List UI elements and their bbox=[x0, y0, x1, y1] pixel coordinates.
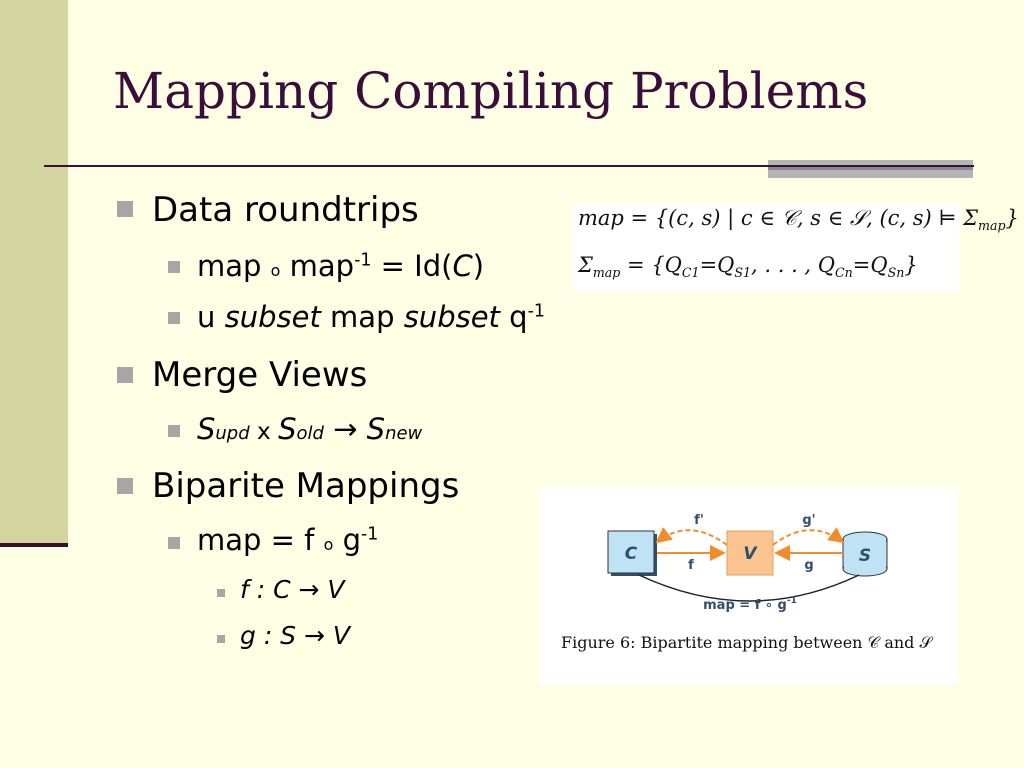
bullet-square bbox=[117, 201, 133, 217]
node-v bbox=[726, 530, 774, 576]
bullet-map-identity: map o map-1 = Id(C) bbox=[197, 252, 484, 281]
g-prime-arrow bbox=[772, 527, 845, 546]
text-part: subset bbox=[403, 300, 500, 334]
node-s-label: S bbox=[859, 546, 871, 566]
node-c bbox=[607, 530, 655, 574]
title-rule bbox=[44, 165, 974, 167]
bullet-square bbox=[117, 478, 133, 494]
node-v-label: V bbox=[743, 544, 758, 564]
formula-sigma-definition: Σmap = {QC1=QS1, . . . , QCn=QSn} bbox=[578, 253, 918, 280]
text-part: g bbox=[333, 523, 361, 557]
bullet-data-roundtrips: Data roundtrips bbox=[152, 190, 419, 230]
formula-subscript: Cn bbox=[835, 265, 853, 281]
formula-subscript: map bbox=[592, 265, 621, 281]
g-prime-label: g' bbox=[802, 513, 815, 528]
slide-title: Mapping Compiling Problems bbox=[113, 62, 869, 120]
text-part: S bbox=[278, 412, 297, 446]
f-prime-arrow bbox=[655, 527, 728, 546]
text-part: x bbox=[249, 418, 279, 445]
formula-text: =Q bbox=[699, 253, 735, 277]
formula-text: , . . . , Q bbox=[751, 253, 835, 277]
bullet-square bbox=[217, 589, 225, 597]
subscript: new bbox=[385, 423, 423, 444]
text-part: S bbox=[197, 412, 216, 446]
superscript: -1 bbox=[361, 524, 379, 545]
bullet-square bbox=[217, 635, 225, 643]
bullet-square bbox=[168, 425, 180, 437]
figure-caption: Figure 6: Bipartite mapping between 𝒞 an… bbox=[561, 633, 932, 652]
formula-subscript: S1 bbox=[734, 265, 752, 281]
bipartite-diagram: C V S f' g' f g map = f ∘ g-1 bbox=[607, 513, 888, 613]
bullet-merge-views: Merge Views bbox=[152, 355, 368, 395]
left-decor-line bbox=[0, 543, 68, 547]
compose-operator: o bbox=[323, 535, 334, 554]
g-label: g bbox=[804, 558, 813, 573]
bipartite-figure: C V S f' g' f g map = f ∘ g-1 Figure 6: … bbox=[539, 487, 958, 685]
formula-text: Σ bbox=[578, 253, 593, 277]
text-part: u bbox=[197, 300, 225, 334]
text-part: subset bbox=[224, 300, 321, 334]
bullet-square bbox=[168, 261, 180, 273]
bullet-square bbox=[168, 537, 180, 549]
map-label-sup: -1 bbox=[787, 596, 797, 606]
bullet-map-composition: map = f o g-1 bbox=[197, 526, 378, 555]
bullet-biparite-mappings: Biparite Mappings bbox=[152, 466, 460, 506]
subscript: old bbox=[296, 423, 324, 444]
bullet-square bbox=[168, 312, 180, 324]
node-c-label: C bbox=[625, 544, 638, 564]
left-decor-band bbox=[0, 0, 68, 545]
bullet-f-mapping: f : C → V bbox=[240, 575, 345, 604]
formula-subscript: C1 bbox=[681, 265, 700, 281]
title-rule-accent-inner bbox=[768, 166, 973, 170]
text-part: S bbox=[366, 412, 386, 446]
bullet-merge-formula: Supd x Sold → Snew bbox=[197, 415, 422, 444]
superscript: -1 bbox=[354, 250, 372, 271]
text-part: map = f bbox=[197, 523, 324, 557]
text-part: map bbox=[320, 300, 404, 334]
formula-map-definition: map = {(c, s) | c ∈ 𝒞, s ∈ 𝒮, (c, s) ⊨ Σ… bbox=[578, 206, 1019, 233]
text-part: q bbox=[499, 300, 528, 334]
superscript: -1 bbox=[527, 301, 545, 322]
text-part: = Id( bbox=[371, 249, 453, 283]
compose-operator: o bbox=[270, 261, 281, 280]
bullet-square bbox=[117, 367, 133, 383]
f-prime-label: f' bbox=[694, 513, 704, 528]
text-part: map bbox=[197, 249, 271, 283]
text-part: map bbox=[280, 249, 355, 283]
map-arc bbox=[638, 574, 860, 602]
text-part: C bbox=[452, 249, 473, 283]
formula-text: map = {(c, s) | c ∈ 𝒞, s ∈ 𝒮, (c, s) ⊨ Σ bbox=[578, 206, 979, 230]
formula-image: map = {(c, s) | c ∈ 𝒞, s ∈ 𝒮, (c, s) ⊨ Σ… bbox=[572, 203, 1019, 292]
text-part: ) bbox=[472, 249, 485, 283]
formula-text: = {Q bbox=[620, 253, 682, 277]
formula-text: =Q bbox=[852, 253, 888, 277]
f-label: f bbox=[688, 558, 694, 573]
formula-text: } bbox=[1005, 206, 1019, 230]
subscript: upd bbox=[215, 423, 250, 444]
node-s-fill bbox=[844, 539, 886, 568]
formula-subscript: map bbox=[978, 218, 1006, 234]
bullet-subset: u subset map subset q-1 bbox=[197, 303, 545, 332]
map-label-text: map = f ∘ g bbox=[703, 598, 787, 613]
formula-subscript: Sn bbox=[887, 265, 905, 281]
arrow-symbol: → bbox=[323, 412, 367, 446]
map-label: map = f ∘ g-1 bbox=[703, 596, 797, 613]
bullet-g-mapping: g : S → V bbox=[240, 621, 350, 650]
formula-text: } bbox=[904, 253, 918, 277]
